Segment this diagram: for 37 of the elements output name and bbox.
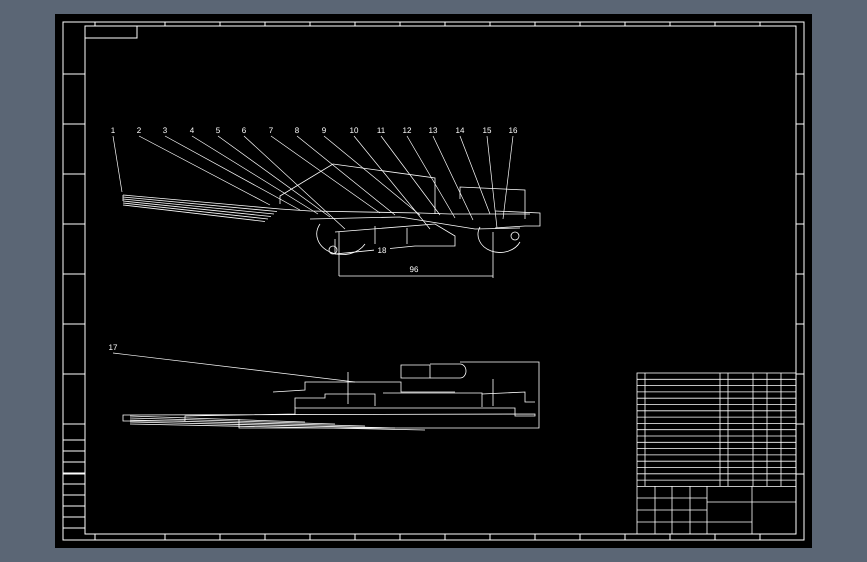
callout-number: 10 <box>348 126 360 135</box>
leader-line <box>270 136 380 214</box>
callout-number: 1 <box>107 126 119 135</box>
leader-line <box>296 136 396 216</box>
callout-number: 2 <box>133 126 145 135</box>
callout-number: 13 <box>427 126 439 135</box>
callout-number: 6 <box>238 126 250 135</box>
plan-view-drawing <box>122 362 540 430</box>
callout-number: 14 <box>454 126 466 135</box>
callout-number: 3 <box>159 126 171 135</box>
leader-line <box>406 136 456 218</box>
leader-line <box>354 136 430 230</box>
leader-line <box>486 136 498 228</box>
leader-line <box>138 136 270 206</box>
leader-line <box>380 136 440 216</box>
callout-number: 15 <box>481 126 493 135</box>
leader-line <box>502 136 514 220</box>
leader-line <box>432 136 474 220</box>
callout-number: 5 <box>212 126 224 135</box>
callout-number: 11 <box>375 126 387 135</box>
leader-line <box>218 136 330 218</box>
leader-line <box>244 136 346 230</box>
callout-number: 17 <box>107 343 119 352</box>
leader-line <box>164 136 300 210</box>
side-view-drawing <box>122 164 540 278</box>
leader-line <box>112 352 356 382</box>
dimension-value: 18 <box>374 246 390 255</box>
callout-number: 7 <box>265 126 277 135</box>
callout-number: 8 <box>291 126 303 135</box>
leader-line <box>324 136 420 216</box>
callout-number: 4 <box>186 126 198 135</box>
callout-number: 9 <box>318 126 330 135</box>
leader-line <box>112 136 122 192</box>
callout-number: 16 <box>507 126 519 135</box>
leader-line <box>460 136 490 214</box>
leader-line <box>192 136 318 214</box>
callout-number: 12 <box>401 126 413 135</box>
